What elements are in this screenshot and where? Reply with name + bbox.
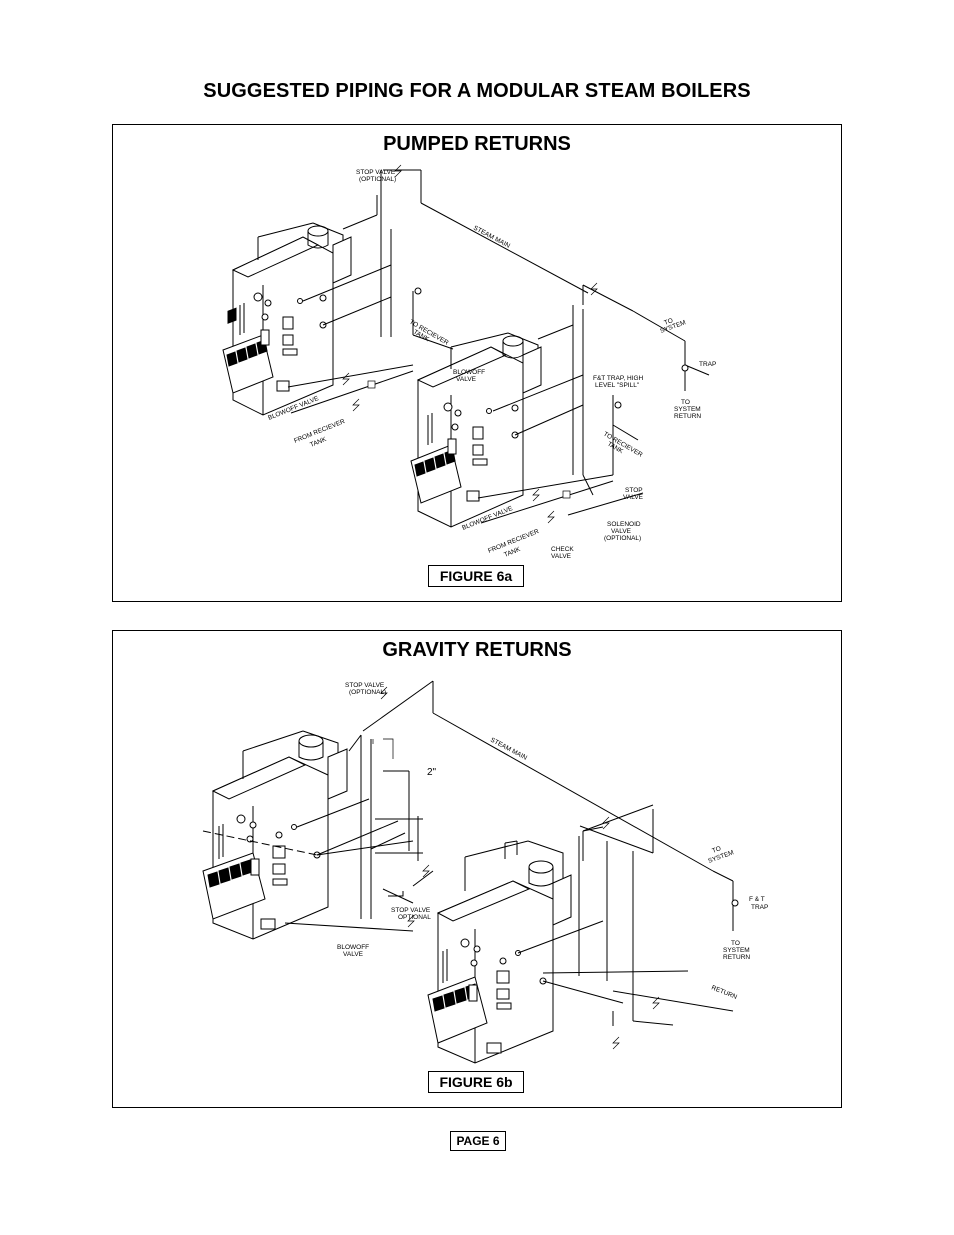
label-to-system-1: TO bbox=[663, 317, 674, 327]
label-return: RETURN bbox=[710, 984, 738, 1001]
label-to-system-return-3: RETURN bbox=[674, 413, 701, 420]
valve-marks bbox=[372, 686, 660, 1050]
label-solenoid-2: VALVE bbox=[611, 528, 632, 535]
boiler-2-illustration bbox=[427, 804, 739, 1064]
label-solenoid-1: SOLENOID bbox=[607, 521, 641, 528]
label-stop-valve: STOP VALVE bbox=[345, 682, 385, 689]
valve-marks bbox=[342, 164, 598, 524]
label-dimension-2in: 2" bbox=[427, 767, 437, 778]
label-to-system-return-1: TO bbox=[731, 940, 740, 947]
label-steam-main: STEAM MAIN bbox=[472, 225, 511, 250]
figure-6a-panel: PUMPED RETURNS bbox=[112, 124, 842, 602]
figure-6a-caption: FIGURE 6a bbox=[428, 565, 524, 587]
label-trap: TRAP bbox=[699, 361, 716, 368]
label-stop-valve-2b: VALVE bbox=[623, 494, 644, 501]
figure-6b-caption: FIGURE 6b bbox=[428, 1071, 524, 1093]
label-check-valve-1: CHECK bbox=[551, 546, 574, 553]
page-number: PAGE 6 bbox=[450, 1131, 506, 1151]
label-to-system-return-3: RETURN bbox=[723, 954, 750, 961]
figure-6a-diagram: STOP VALVE (OPTIONAL) STEAM MAIN TO SYST… bbox=[222, 164, 716, 560]
figure-6b-diagram: STOP VALVE (OPTIONAL) STEAM MAIN 2" STOP… bbox=[202, 680, 768, 1064]
figure-6b-panel: GRAVITY RETURNS bbox=[112, 630, 842, 1108]
label-ft-trap-1: F&T TRAP, HIGH bbox=[593, 375, 644, 382]
label-to-system-1: TO bbox=[711, 845, 722, 855]
figure-6a-heading: PUMPED RETURNS bbox=[383, 133, 571, 155]
label-stop-valve-2: STOP bbox=[625, 487, 643, 494]
label-stop-valve: STOP VALVE bbox=[356, 169, 396, 176]
label-blowoff-top: BLOWOFF bbox=[453, 369, 485, 376]
label-to-system-return-2: SYSTEM bbox=[674, 406, 701, 413]
figure-6b-heading: GRAVITY RETURNS bbox=[382, 639, 572, 661]
label-steam-main: STEAM MAIN bbox=[489, 737, 528, 762]
label-to-system-return-2: SYSTEM bbox=[723, 947, 750, 954]
label-ft-trap-2: LEVEL "SPILL" bbox=[595, 382, 640, 389]
label-check-valve-2: VALVE bbox=[551, 553, 572, 560]
label-to-system-return-1: TO bbox=[681, 399, 690, 406]
label-stop-valve-2: STOP VALVE bbox=[391, 907, 431, 914]
label-blowoff-top-valve: VALVE bbox=[456, 376, 477, 383]
label-ft-trap-2: TRAP bbox=[751, 904, 768, 911]
label-solenoid-3: (OPTIONAL) bbox=[604, 535, 641, 542]
boiler-1-illustration bbox=[222, 169, 589, 416]
label-stop-valve-optional: (OPTIONAL) bbox=[359, 176, 396, 183]
boiler-1-illustration bbox=[202, 680, 714, 940]
label-blowoff-valve: VALVE bbox=[343, 951, 364, 958]
label-stop-valve-optional: (OPTIONAL) bbox=[349, 689, 386, 696]
boiler-2-illustration bbox=[410, 284, 710, 528]
page-title: SUGGESTED PIPING FOR A MODULAR STEAM BOI… bbox=[203, 80, 751, 102]
label-stop-valve-2-optional: OPTIONAL bbox=[398, 914, 431, 921]
label-ft-trap-1: F & T bbox=[749, 896, 765, 903]
label-blowoff: BLOWOFF bbox=[337, 944, 369, 951]
